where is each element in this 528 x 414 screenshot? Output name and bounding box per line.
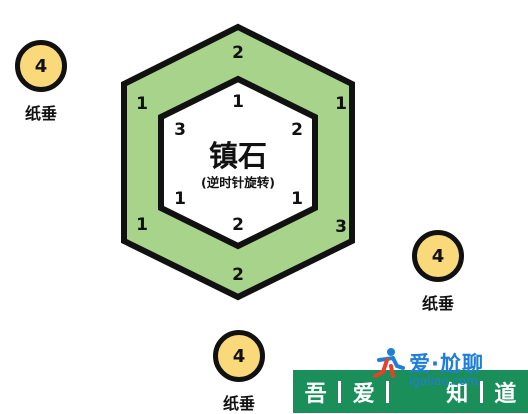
weight-circle: 4 bbox=[15, 40, 67, 92]
outer-number-top: 2 bbox=[232, 43, 244, 63]
watermark: 吾 爱 知 道 爱·尬聊 igaliao.com bbox=[293, 342, 528, 413]
inner-number-lower-right: 1 bbox=[291, 189, 303, 209]
inner-number-upper-left: 3 bbox=[174, 120, 186, 140]
weight-label: 纸垂 bbox=[24, 104, 57, 123]
inner-ring bbox=[158, 75, 318, 250]
watermark-logo: 爱·尬聊 bbox=[371, 346, 484, 380]
center-subtitle: (逆时针旋转) bbox=[201, 175, 275, 190]
watermark-bar-char: 知 bbox=[446, 381, 469, 407]
watermark-separator bbox=[386, 380, 390, 403]
weight-right[interactable]: 4 纸垂 bbox=[388, 230, 488, 314]
watermark-url: igaliao.com bbox=[409, 374, 478, 388]
watermark-bar-char: 爱 bbox=[352, 381, 375, 407]
weight-label: 纸垂 bbox=[421, 294, 454, 313]
watermark-brand: 爱·尬聊 bbox=[409, 352, 484, 376]
outer-number-lower-left: 1 bbox=[136, 215, 148, 235]
weight-label: 纸垂 bbox=[222, 394, 255, 413]
outer-number-upper-right: 1 bbox=[335, 94, 347, 114]
watermark-bar-char: 吾 bbox=[304, 381, 327, 407]
inner-number-bottom: 2 bbox=[232, 215, 244, 235]
inner-number-top: 1 bbox=[232, 92, 244, 112]
inner-number-upper-right: 2 bbox=[291, 120, 303, 140]
weight-top-left[interactable]: 4 纸垂 bbox=[0, 40, 91, 124]
watermark-separator bbox=[338, 380, 342, 403]
outer-number-bottom: 2 bbox=[232, 265, 244, 285]
center-title: 镇石 bbox=[209, 139, 267, 173]
watermark-bar: 吾 爱 知 道 bbox=[293, 370, 528, 413]
weight-circle: 4 bbox=[213, 330, 265, 382]
watermark-bar-char: 道 bbox=[494, 381, 517, 407]
weight-circle: 4 bbox=[412, 230, 464, 282]
outer-number-lower-right: 3 bbox=[335, 217, 347, 237]
weight-bottom[interactable]: 4 纸垂 bbox=[189, 330, 289, 414]
running-figure-icon bbox=[373, 348, 405, 378]
outer-number-upper-left: 1 bbox=[136, 94, 148, 114]
inner-number-lower-left: 1 bbox=[174, 189, 186, 209]
watermark-separator bbox=[479, 380, 483, 403]
